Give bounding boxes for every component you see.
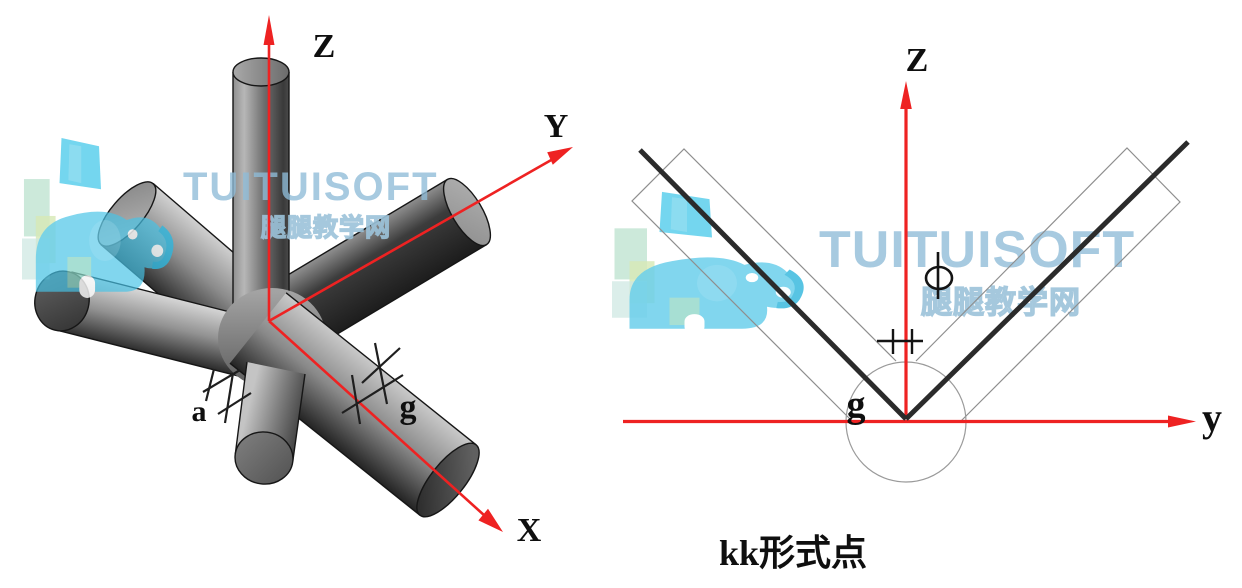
left-label-g: g [400,389,417,426]
gap-symbol [877,329,923,354]
vertical-brace-cylinder [232,57,290,318]
left-z-label: Z [313,28,336,65]
right-z-arrowhead [900,81,912,109]
left-y-arrowhead [547,147,573,165]
right-brace-line [904,140,1190,421]
left-member-outline [631,148,897,422]
bottom-stub-cylinder [234,361,306,485]
gap-marks-g [341,342,404,425]
right-caption: kk形式点 [719,533,867,573]
left-brace-line [638,148,908,421]
right-axes [623,81,1196,428]
left-y-axis [268,157,554,323]
left-axes [263,15,573,532]
gap-marks-a [202,368,252,424]
left-x-axis [268,320,486,517]
right-label-g: g [847,384,866,426]
right-y-arrowhead [1168,415,1196,428]
right-y-label: y [1202,395,1222,440]
right-z-label: Z [906,42,929,79]
right-member-axis-lines [638,140,1190,421]
diameter-marker-icon [924,252,954,299]
left-y-label: Y [544,108,569,145]
left-x-arrowhead [478,508,503,532]
brace-upper-right-cylinder [275,177,492,349]
left-label-a: a [192,395,207,428]
left-z-arrowhead [263,15,275,45]
left-x-label: X [517,512,542,549]
